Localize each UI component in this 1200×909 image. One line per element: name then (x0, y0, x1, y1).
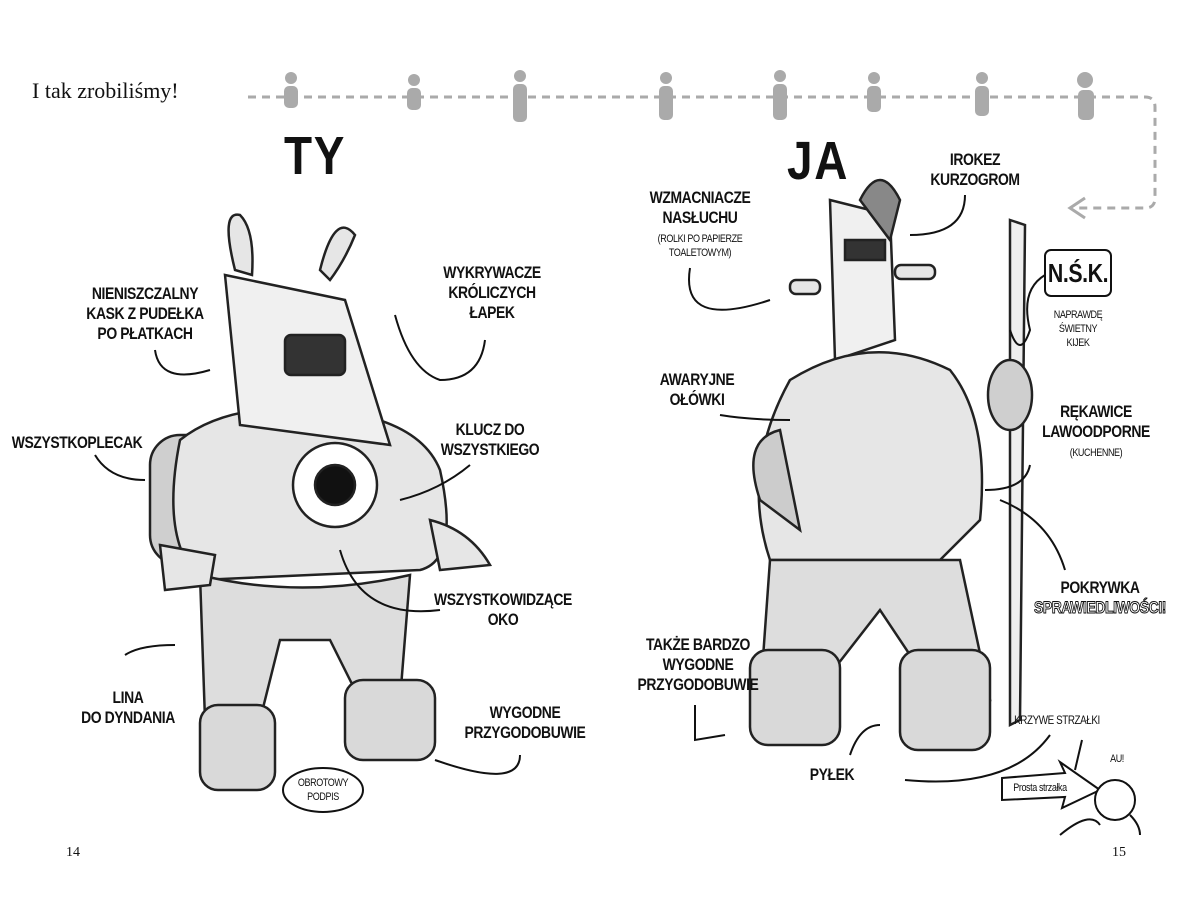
label-gloves: RĘKAWICE LAWOODPORNE (1042, 402, 1150, 442)
ja-character (748, 178, 1034, 752)
label-line: KLUCZ DO (455, 420, 525, 439)
label-line: ŚWIETNY (1058, 323, 1098, 335)
dashed-timeline (248, 95, 1157, 210)
silhouette (513, 70, 527, 122)
label-line: WYGODNE (489, 703, 561, 722)
label-line: KASK Z PUDEŁKA (86, 304, 204, 323)
label-curved-arrows: KRZYWE STRZAŁKI (1014, 713, 1100, 727)
label-line: (ROLKI PO PAPIERZE (657, 233, 743, 245)
label-stick-abbr: N.Ś.K. (1047, 258, 1109, 288)
label-line: NASŁUCHU (662, 208, 738, 227)
label-line: DO DYNDANIA (81, 708, 175, 727)
straight-arrow-shape (1001, 759, 1102, 810)
label-line: OBROTOWY (297, 777, 349, 789)
label-gloves-note: (KUCHENNE) (1069, 447, 1123, 459)
silhouette (407, 74, 421, 110)
label-boots-2: TAKŻE BARDZO WYGODNE PRZYGODOBUWIE (638, 635, 759, 695)
label-line: KRÓLICZYCH (448, 283, 536, 302)
ty-heading: TY (283, 126, 347, 186)
label-line: WYKRYWACZE (443, 263, 541, 282)
label-boots: WYGODNE PRZYGODOBUWIE (465, 703, 586, 743)
label-backpack: WSZYSTKOPLECAK (12, 433, 143, 453)
nsk-box (1044, 249, 1112, 297)
label-line: WSZYSTKOPLECAK (11, 433, 143, 452)
label-pollen: PYŁEK (809, 765, 855, 784)
page-number-right: 15 (1112, 845, 1126, 860)
label-line: NAPRAWDĘ (1053, 309, 1103, 321)
label-rope: LINA DO DYNDANIA (81, 688, 175, 728)
label-stick-note: NAPRAWDĘ ŚWIETNY KIJEK (1054, 308, 1103, 350)
label-line: PODPIS (307, 791, 339, 803)
label-straight-arrow: Prosta strzałka (1013, 782, 1067, 794)
label-line: WSZYSTKIEGO (440, 440, 540, 459)
label-line: AWARYJNE (659, 370, 735, 389)
label-line: TOALETOWYM) (668, 247, 732, 259)
page-number-left: 14 (66, 845, 80, 860)
ja-heading: JA (786, 131, 850, 191)
label-line: WYGODNE (662, 655, 734, 674)
label-amplifiers: WZMACNIACZE NASŁUCHU (650, 188, 751, 228)
label-line: LAWOODPORNE (1042, 422, 1150, 441)
ty-character (148, 213, 493, 792)
label-lid: POKRYWKA SPRAWIEDLIWOŚCI! (1033, 578, 1167, 618)
label-line: OKO (487, 610, 519, 629)
label-line: IROKEZ (949, 150, 1001, 169)
label-line: WSZYSTKOWIDZĄCE (434, 590, 572, 609)
page-header-title: I tak zrobiliśmy! (32, 78, 179, 103)
label-ouch: AU! (1110, 753, 1124, 765)
label-line: RĘKAWICE (1060, 402, 1132, 421)
silhouette (975, 72, 989, 116)
silhouette (773, 70, 787, 120)
silhouette (1077, 72, 1094, 120)
silhouette (659, 72, 673, 120)
label-line: OŁÓWKI (669, 390, 725, 409)
label-line: PO PŁATKACH (97, 324, 193, 343)
silhouette (284, 72, 298, 108)
label-line: PRZYGODOBUWIE (464, 723, 586, 742)
label-line: KIJEK (1066, 337, 1090, 349)
label-line: POKRYWKA (1060, 578, 1140, 597)
label-mohawk: IROKEZ KURZOGROM (930, 150, 1020, 190)
ty-arrows (94, 314, 521, 813)
label-line-outlined: SPRAWIEDLIWOŚCI! (1033, 598, 1167, 618)
label-wrench: KLUCZ DO WSZYSTKIEGO (441, 420, 540, 460)
label-line: WZMACNIACZE (649, 188, 751, 207)
label-pencils: AWARYJNE OŁÓWKI (659, 370, 735, 410)
label-line: NIENISZCZALNY (91, 284, 199, 303)
label-eye: WSZYSTKOWIDZĄCE OKO (434, 590, 572, 630)
ja-arrows (688, 194, 1083, 783)
label-amplifiers-note: (ROLKI PO PAPIERZE TOALETOWYM) (658, 232, 743, 260)
label-helmet: NIENISZCZALNY KASK Z PUDEŁKA PO PŁATKACH (86, 284, 204, 344)
label-line: TAKŻE BARDZO (645, 635, 750, 654)
label-line: LINA (112, 688, 144, 707)
ouch-face (1059, 779, 1141, 836)
label-signature: OBROTOWY PODPIS (297, 776, 349, 804)
label-line: KURZOGROM (930, 170, 1020, 189)
silhouette-figures (284, 70, 1094, 122)
timeline-arrowhead (1067, 196, 1086, 220)
label-line: PRZYGODOBUWIE (637, 675, 759, 694)
silhouette (867, 72, 881, 112)
label-line: ŁAPEK (469, 303, 515, 322)
label-detectors: WYKRYWACZE KRÓLICZYCH ŁAPEK (443, 263, 541, 323)
